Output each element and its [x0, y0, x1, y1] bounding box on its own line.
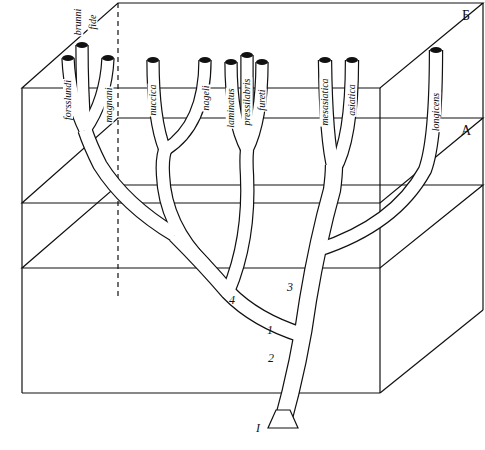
tube-outline — [163, 150, 205, 265]
species-label: forsslundi — [63, 79, 73, 121]
callout-number: 2 — [268, 352, 274, 364]
species-label: brunni — [73, 8, 83, 37]
tube-cap — [225, 59, 237, 65]
tube-outline — [82, 45, 85, 130]
species-label: longicens — [431, 92, 441, 132]
tube-cap — [62, 55, 74, 61]
strata-block — [22, 3, 483, 393]
tube-fill — [163, 150, 205, 265]
species-label: mesasiatica — [320, 77, 330, 126]
tube-outline — [228, 150, 247, 292]
species-label: nuccica — [148, 83, 158, 116]
tube-cap — [102, 55, 114, 61]
tube-fill — [228, 150, 247, 292]
tube-cap — [346, 57, 358, 63]
species-label: magnani — [103, 87, 113, 124]
stratum-letter: Б — [462, 9, 470, 23]
callout-number: 1 — [267, 324, 273, 336]
trunk-base — [268, 410, 298, 428]
tube-cap — [76, 42, 88, 48]
species-label: pressilabris — [242, 78, 252, 127]
tube-outline — [318, 50, 436, 250]
tube-fill — [165, 60, 205, 150]
tube-outline — [165, 60, 205, 150]
callout-number: I — [256, 422, 260, 434]
tube-cap — [199, 57, 211, 63]
tube-fill — [318, 50, 436, 250]
tube-cap — [430, 47, 442, 53]
tube-cap — [241, 52, 253, 58]
species-label: laminatus — [226, 87, 236, 128]
tube-outline — [282, 165, 334, 425]
tube-cap — [147, 57, 159, 63]
species-label: fureti — [257, 88, 267, 111]
tube-fill — [82, 45, 85, 130]
species-label: asiatica — [347, 83, 357, 117]
callout-number: 4 — [229, 294, 235, 306]
callout-number: 3 — [287, 281, 293, 293]
species-label: fide — [87, 14, 97, 31]
species-label: nageli — [200, 85, 210, 112]
tube-ends — [62, 42, 442, 65]
tube-cap — [319, 57, 331, 63]
tube-cap — [256, 59, 268, 65]
stratum-letter: A — [461, 124, 471, 138]
tube-fill — [282, 165, 334, 425]
phylogenetic-tree — [68, 45, 436, 428]
